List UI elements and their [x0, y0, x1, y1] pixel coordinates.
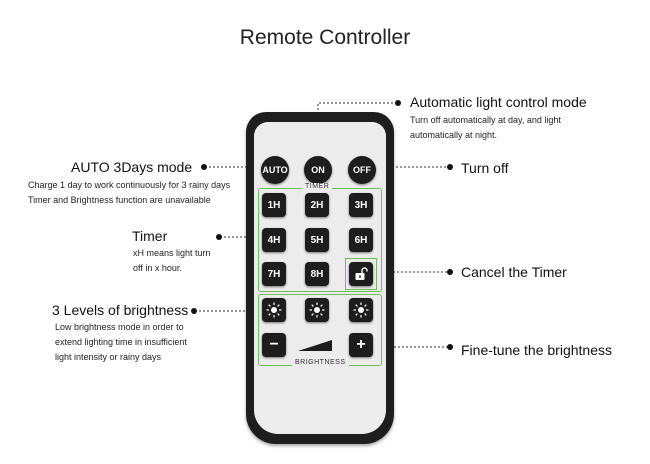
auto-button[interactable]: AUTO [261, 156, 289, 184]
timer-3h-button[interactable]: 3H [349, 193, 373, 217]
auto-mode-line-1: Charge 1 day to work continuously for 3 … [28, 180, 231, 190]
finetune-dot [447, 344, 453, 350]
cancel-dot [447, 269, 453, 275]
auto-mode-desc: Charge 1 day to work continuously for 3 … [28, 178, 230, 208]
brightness-low-button[interactable] [262, 298, 286, 322]
timer-dot [216, 234, 222, 240]
timer-group-label: TIMER [302, 183, 333, 190]
timer-7h-button[interactable]: 7H [262, 262, 286, 286]
off-button[interactable]: OFF [348, 156, 376, 184]
cancel-timer-heading: Cancel the Timer [461, 264, 567, 280]
automatic-dot [395, 100, 401, 106]
timer-8h-button[interactable]: 8H [305, 262, 329, 286]
cancel-highlight [345, 258, 377, 290]
auto-mode-heading: AUTO 3Days mode [71, 159, 193, 175]
brightness-levels-desc: Low brightness mode in order to extend l… [55, 320, 187, 365]
brightness-ramp [298, 340, 332, 351]
timer-desc: xH means light turn off in x hour. [133, 246, 211, 276]
sun-icon [353, 302, 369, 318]
unlock-icon [355, 267, 368, 280]
brightness-line-1: Low brightness mode in order to [55, 322, 184, 332]
brightness-mid-button[interactable] [305, 298, 329, 322]
automatic-connector [317, 102, 398, 158]
brightness-minus-button[interactable]: − [262, 333, 286, 357]
timer-2h-button[interactable]: 2H [305, 193, 329, 217]
automatic-desc: Turn off automatically at day, and light… [410, 113, 561, 143]
brightness-plus-button[interactable]: + [349, 333, 373, 357]
page-title: Remote Controller [239, 26, 411, 49]
on-button[interactable]: ON [304, 156, 332, 184]
auto-mode-line-2: Timer and Brightness function are unavai… [28, 195, 211, 205]
timer-6h-button[interactable]: 6H [349, 228, 373, 252]
brightness-line-2: extend lighting time in insufficient [55, 337, 187, 347]
brightness-line-3: light intensity or rainy days [55, 352, 162, 362]
sun-icon [309, 302, 325, 318]
automatic-line-1: Turn off automatically at day, and light [410, 115, 561, 125]
auto-dot [201, 164, 207, 170]
turnoff-dot [447, 164, 453, 170]
automatic-heading: Automatic light control mode [410, 94, 587, 110]
brightness-levels-heading: 3 Levels of brightness [52, 302, 189, 318]
fine-tune-heading: Fine-tune the brightness [461, 342, 612, 358]
cancel-timer-button[interactable] [349, 262, 373, 286]
timer-heading: Timer [132, 228, 168, 244]
sun-icon [266, 302, 282, 318]
timer-4h-button[interactable]: 4H [262, 228, 286, 252]
turn-off-heading: Turn off [461, 160, 509, 176]
automatic-line-2: automatically at night. [410, 130, 498, 140]
brightness-high-button[interactable] [349, 298, 373, 322]
timer-line-1: xH means light turn [133, 248, 211, 258]
timer-1h-button[interactable]: 1H [262, 193, 286, 217]
timer-5h-button[interactable]: 5H [305, 228, 329, 252]
timer-line-2: off in x hour. [133, 263, 182, 273]
brightness-dot [191, 308, 197, 314]
brightness-group-label: BRIGHTNESS [292, 359, 349, 366]
